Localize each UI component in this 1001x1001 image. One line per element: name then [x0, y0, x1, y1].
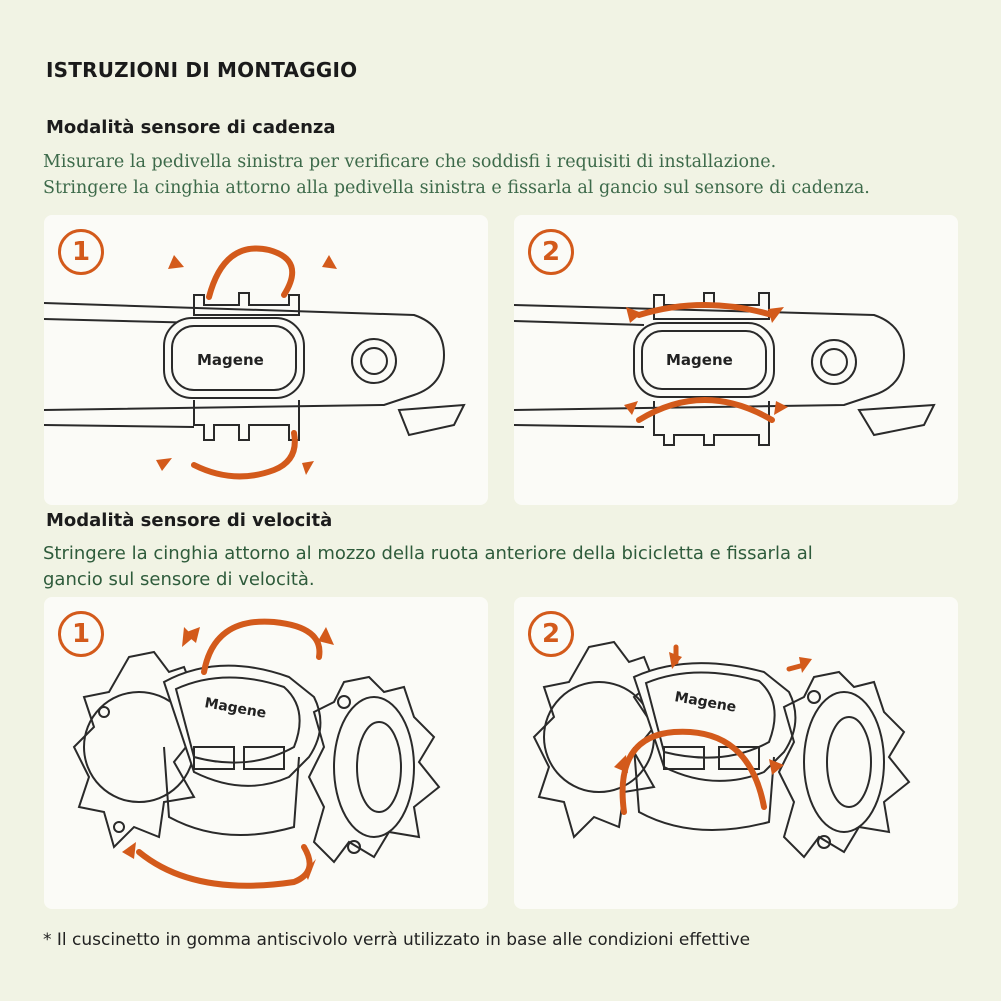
cadence-heading: Modalità sensore di cadenza — [46, 117, 336, 138]
step-2-badge: 2 — [528, 611, 574, 657]
crank-sensor-illustration: Magene — [44, 245, 466, 480]
hub-sensor-illustration: Magene — [72, 618, 441, 889]
step-1-badge: 1 — [58, 229, 104, 275]
cadence-step-2-panel: Magene 2 — [514, 215, 958, 505]
brand-label: Magene — [197, 351, 264, 369]
speed-heading: Modalità sensore di velocità — [46, 510, 333, 531]
crank-sensor-strap-illustration: Magene — [514, 292, 936, 446]
cadence-instruction-2: Stringere la cinghia attorno alla pedive… — [43, 178, 870, 198]
step-2-badge: 2 — [528, 229, 574, 275]
speed-step-1-panel: Magene 1 — [44, 597, 488, 909]
hub-sensor-strap-illustration: Magene — [532, 640, 911, 859]
cadence-instruction-1: Misurare la pedivella sinistra per verif… — [43, 152, 777, 172]
brand-label: Magene — [666, 351, 733, 369]
speed-instruction-1: Stringere la cinghia attorno al mozzo de… — [43, 543, 813, 564]
speed-step-2-panel: Magene 2 — [514, 597, 958, 909]
step-1-badge: 1 — [58, 611, 104, 657]
page-title: ISTRUZIONI DI MONTAGGIO — [46, 58, 358, 82]
cadence-step-1-panel: Magene 1 — [44, 215, 488, 505]
footnote: * Il cuscinetto in gomma antiscivolo ver… — [43, 930, 751, 950]
speed-instruction-2: gancio sul sensore di velocità. — [43, 569, 315, 590]
